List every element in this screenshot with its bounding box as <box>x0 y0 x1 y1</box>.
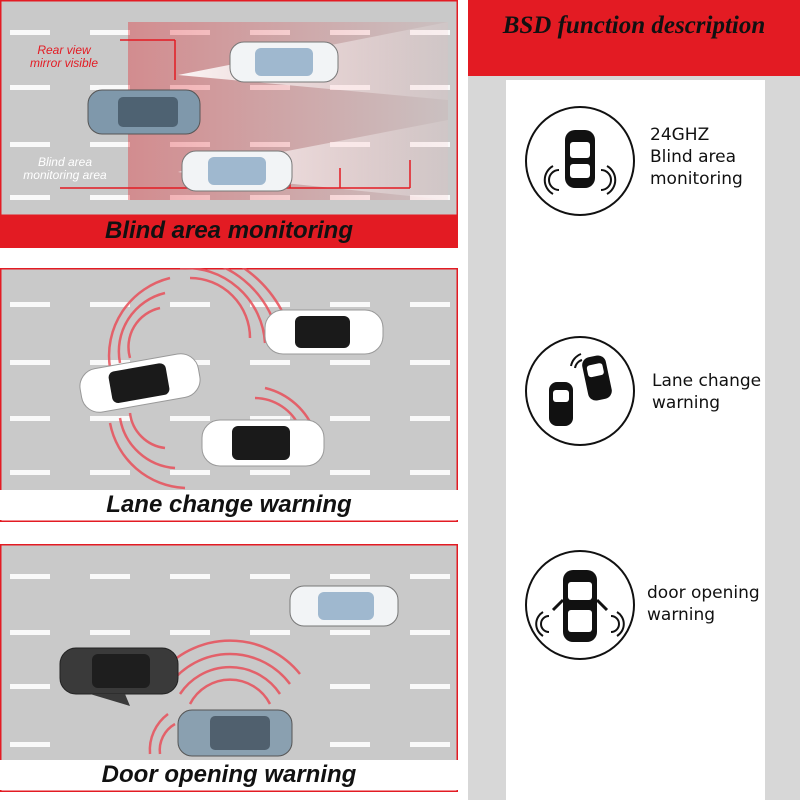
lane-change-feature-label: Lane change warning <box>652 370 761 414</box>
car-radar-icon <box>543 130 617 195</box>
lane-change-panel: Lane change warning <box>0 268 458 522</box>
feature-label-line: warning <box>652 393 721 413</box>
feature-label-line: door opening <box>647 583 760 603</box>
car-icon <box>177 709 293 757</box>
feature-label-line: warning <box>647 605 716 625</box>
blind-area-annotation: Blind area monitoring area <box>23 155 107 182</box>
blind-area-road-scene <box>0 0 458 218</box>
radar-feature-label: 24GHZ Blind area monitoring <box>650 124 743 190</box>
lane-change-caption: Lane change warning <box>0 490 458 520</box>
feature-label-line: Blind area <box>650 147 736 167</box>
door-opening-feature-circle <box>525 550 635 660</box>
header-title: BSD function description <box>502 12 766 39</box>
door-opening-feature-label: door opening warning <box>647 582 760 626</box>
car-icon <box>201 419 325 467</box>
door-open-icon <box>535 570 625 642</box>
header-banner: BSD function description <box>468 0 800 76</box>
blind-area-caption: Blind area monitoring <box>0 216 458 248</box>
radar-feature-circle <box>525 106 635 216</box>
car-icon <box>229 41 339 83</box>
car-icon <box>264 309 384 355</box>
lane-change-feature-circle <box>525 336 635 446</box>
car-icon <box>59 647 179 706</box>
door-opening-panel: Door opening warning <box>0 544 458 792</box>
car-icon <box>87 89 201 135</box>
feature-label-line: Lane change <box>652 371 762 391</box>
door-opening-road-scene <box>0 544 458 792</box>
lane-change-icon <box>549 353 612 426</box>
car-icon <box>289 585 399 627</box>
feature-label-line: monitoring <box>650 169 743 189</box>
rear-view-annotation: Rear view mirror visible <box>29 43 98 70</box>
feature-label-line: 24GHZ <box>650 125 710 145</box>
car-icon <box>79 353 201 413</box>
blind-area-panel: Rear view mirror visible Blind area moni… <box>0 0 458 248</box>
lane-change-road-scene <box>0 268 458 522</box>
door-opening-caption: Door opening warning <box>0 760 458 790</box>
car-icon <box>181 150 293 192</box>
